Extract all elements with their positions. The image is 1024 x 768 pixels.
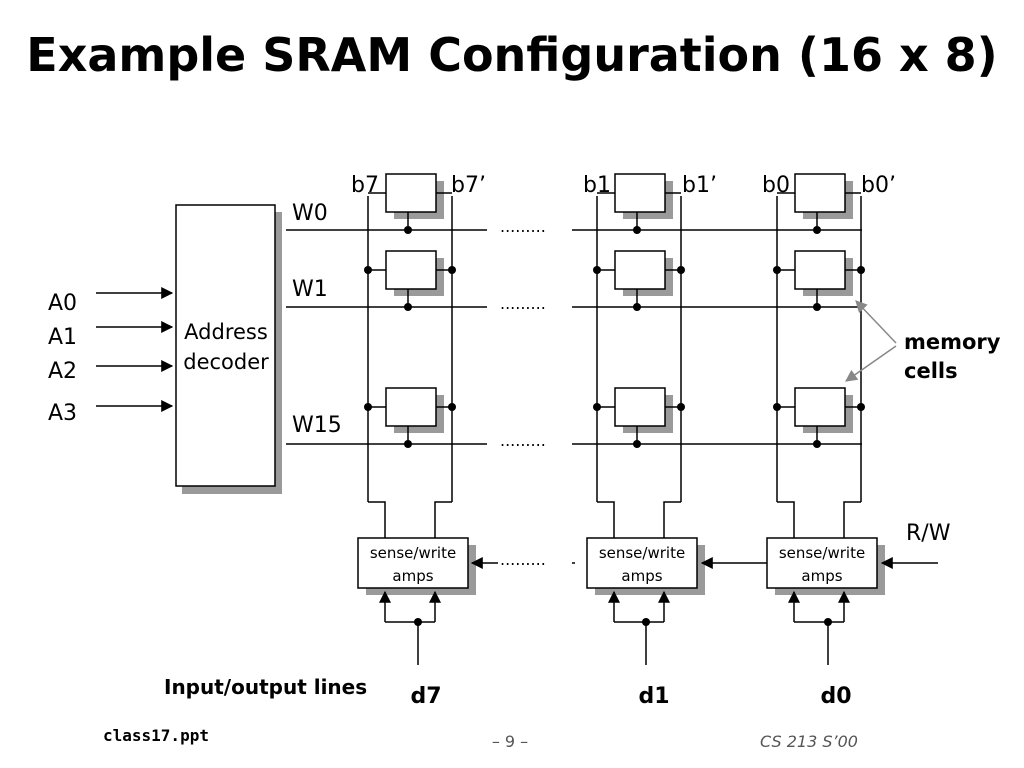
bit-bar-line-step-d1	[663, 501, 681, 538]
amp-label-line2: amps	[801, 567, 842, 585]
memory-cell	[385, 173, 437, 213]
io-lines-label: Input/output lines	[164, 675, 367, 699]
memory-cells-pointer-upper	[855, 300, 897, 344]
slide-title: Example SRAM Configuration (16 x 8)	[26, 28, 998, 82]
amp-label-line1: sense/write	[779, 544, 865, 562]
bit-label-d0: b0	[762, 173, 790, 198]
address-inputs: A0 A1 A2 A3	[48, 287, 174, 426]
junction-dot	[813, 226, 821, 234]
junction-dot	[824, 618, 832, 626]
bit-columns: b7 b7’ sense/write amps d7 b1 b1’ sense/write am…	[351, 173, 938, 709]
bit-bar-line-step-d7	[434, 501, 452, 538]
junction-dot	[633, 226, 641, 234]
bit-line-step-d7	[368, 501, 386, 538]
amp-label-line1: sense/write	[599, 544, 685, 562]
footer-filename: class17.ppt	[103, 726, 209, 745]
memory-cell	[614, 387, 666, 427]
junction-dot	[813, 440, 821, 448]
junction-dot	[404, 440, 412, 448]
footer-page-number: – 9 –	[491, 732, 529, 751]
memory-cells-pointer-lower	[845, 345, 897, 382]
address-label-a0: A0	[48, 291, 77, 316]
bit-bar-label-d1: b1’	[682, 173, 717, 198]
memory-cell	[385, 250, 437, 290]
bit-label-d7: b7	[351, 173, 379, 198]
junction-dot	[642, 618, 650, 626]
footer-course: CS 213 S’00	[760, 732, 858, 751]
junction-dot	[593, 403, 601, 411]
amp-chain-ellipsis: .........	[500, 550, 546, 569]
junction-dot	[633, 303, 641, 311]
address-label-a1: A1	[48, 325, 77, 350]
junction-dot	[448, 266, 456, 274]
sense-write-amp-d1	[586, 537, 698, 589]
memory-cell	[794, 250, 846, 290]
address-decoder-box	[175, 204, 276, 487]
word-lines: W0 W1 W15 ......... ......... .........	[286, 201, 862, 450]
memory-cell	[614, 250, 666, 290]
bit-line-step-d1	[597, 501, 615, 538]
memory-cell	[385, 387, 437, 427]
memory-cell	[794, 387, 846, 427]
junction-dot	[364, 266, 372, 274]
word-line-ellipsis-w1: .........	[500, 294, 546, 313]
junction-dot	[593, 266, 601, 274]
decoder-label-line2: decoder	[183, 350, 269, 374]
sense-write-amp-d0	[766, 537, 878, 589]
decoder-label-line1: Address	[184, 320, 268, 344]
junction-dot	[773, 266, 781, 274]
junction-dot	[448, 403, 456, 411]
junction-dot	[677, 403, 685, 411]
bit-bar-label-d7: b7’	[451, 173, 486, 198]
rw-label: R/W	[906, 521, 951, 546]
junction-dot	[633, 440, 641, 448]
word-line-ellipsis-w0: .........	[500, 217, 546, 236]
junction-dot	[813, 303, 821, 311]
bit-label-d1: b1	[583, 173, 611, 198]
word-line-ellipsis-w15: .........	[500, 431, 546, 450]
word-line-label-w0: W0	[292, 201, 328, 226]
sense-write-amp-d7	[357, 537, 469, 589]
junction-dot	[773, 403, 781, 411]
memory-cell	[794, 173, 846, 213]
memory-cells-label-line2: cells	[904, 359, 958, 383]
junction-dot	[677, 266, 685, 274]
word-line-label-w1: W1	[292, 277, 328, 302]
amp-label-line2: amps	[392, 567, 433, 585]
bit-bar-line-step-d0	[843, 501, 861, 538]
junction-dot	[857, 266, 865, 274]
amp-label-line2: amps	[621, 567, 662, 585]
memory-cells-label-line1: memory	[904, 330, 1001, 354]
data-label-d1: d1	[638, 684, 669, 709]
data-label-d0: d0	[820, 684, 851, 709]
bit-line-step-d0	[777, 501, 795, 538]
amp-label-line1: sense/write	[370, 544, 456, 562]
word-line-label-w15: W15	[292, 413, 342, 438]
data-label-d7: d7	[410, 684, 441, 709]
junction-dot	[857, 403, 865, 411]
memory-cell	[614, 173, 666, 213]
address-label-a2: A2	[48, 359, 77, 384]
address-label-a3: A3	[48, 401, 77, 426]
junction-dot	[364, 403, 372, 411]
junction-dot	[404, 303, 412, 311]
bit-bar-label-d0: b0’	[861, 173, 896, 198]
junction-dot	[414, 618, 422, 626]
junction-dot	[404, 226, 412, 234]
